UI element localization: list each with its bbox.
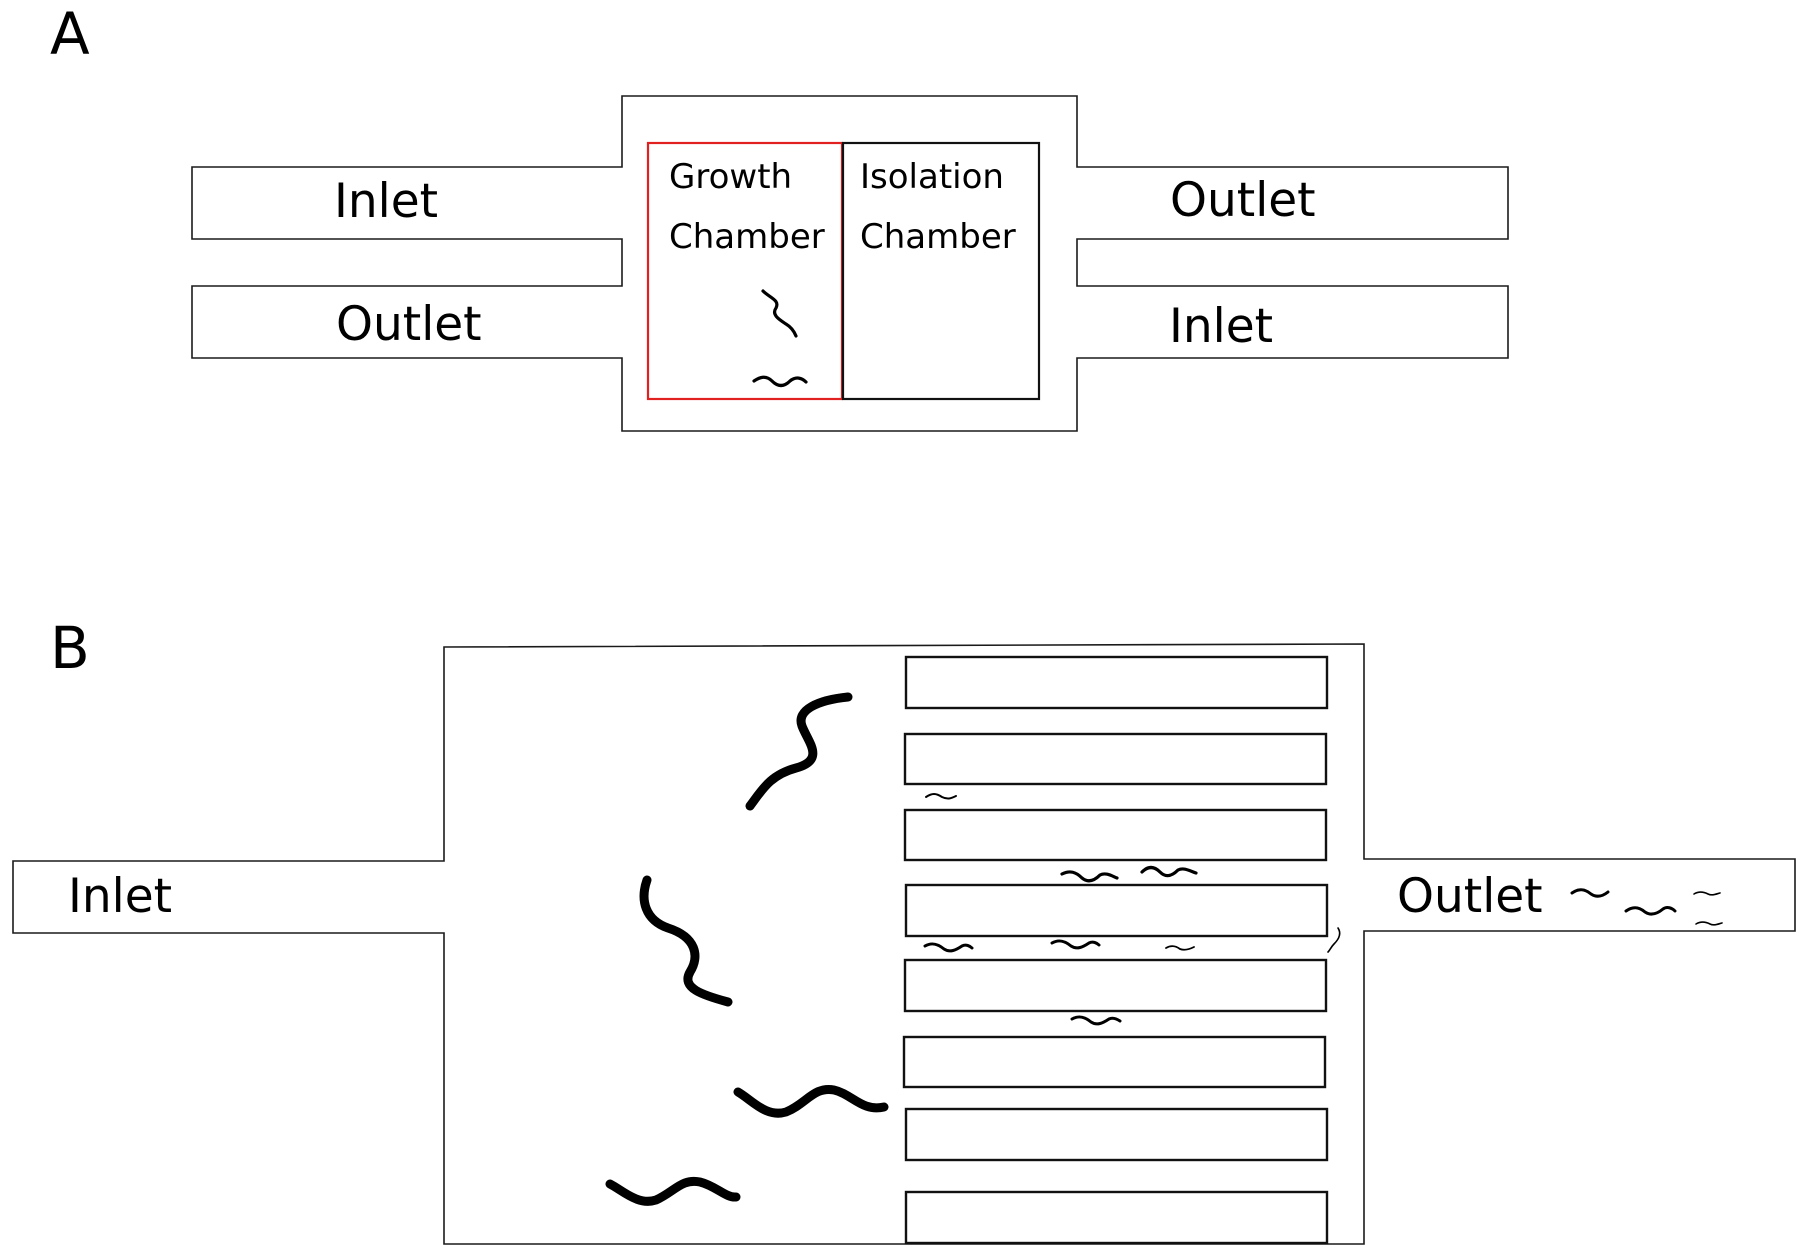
channel [904,1190,1329,1245]
worm-icon [1050,939,1101,950]
worm-icon [1693,891,1721,896]
worm-icon [639,875,733,1007]
panel-b: B Inlet Outlet [12,614,1796,1245]
worm-icon [1570,888,1610,898]
worm-icon [1165,945,1195,951]
worm-icon [752,375,808,388]
worm-icon [1695,921,1723,926]
channel [903,732,1328,786]
device-b-outline [12,643,1796,1245]
outlet-label: Outlet [1397,869,1543,924]
panel-a: A Inlet Outlet Outlet Inlet Growth Chamb… [50,0,1509,432]
channel [902,1035,1327,1089]
channel [903,808,1328,862]
growth-chamber-label-line1: Growth [669,157,792,197]
worm-icon [923,942,974,953]
worm-icon [733,1084,889,1118]
device-a-outline [191,95,1509,432]
worm-icon [925,793,957,800]
channel [904,883,1329,938]
outlet-right-label: Outlet [1170,173,1316,228]
worm-icon [1070,1015,1122,1026]
isolation-chamber-label-line1: Isolation [860,157,1004,197]
growth-chamber-label-line2: Chamber [669,217,825,257]
worm-icon [745,692,853,811]
channel [903,958,1328,1013]
panel-b-label: B [50,614,90,682]
worm-icon [761,289,798,338]
isolation-chamber-label-line2: Chamber [860,217,1016,257]
channel [904,1107,1329,1162]
worm-icon [605,1176,741,1206]
outlet-left-label: Outlet [336,297,482,352]
inlet-left-label: Inlet [334,174,438,229]
worm-icon [1624,906,1677,916]
inlet-right-label: Inlet [1169,299,1273,354]
worm-icon [1327,927,1341,953]
isolation-chamber [841,141,1041,401]
inlet-label: Inlet [68,869,172,924]
worm-icon [1060,870,1119,883]
panel-a-label: A [50,0,90,68]
channel [904,655,1329,710]
worm-icon [1140,865,1198,878]
